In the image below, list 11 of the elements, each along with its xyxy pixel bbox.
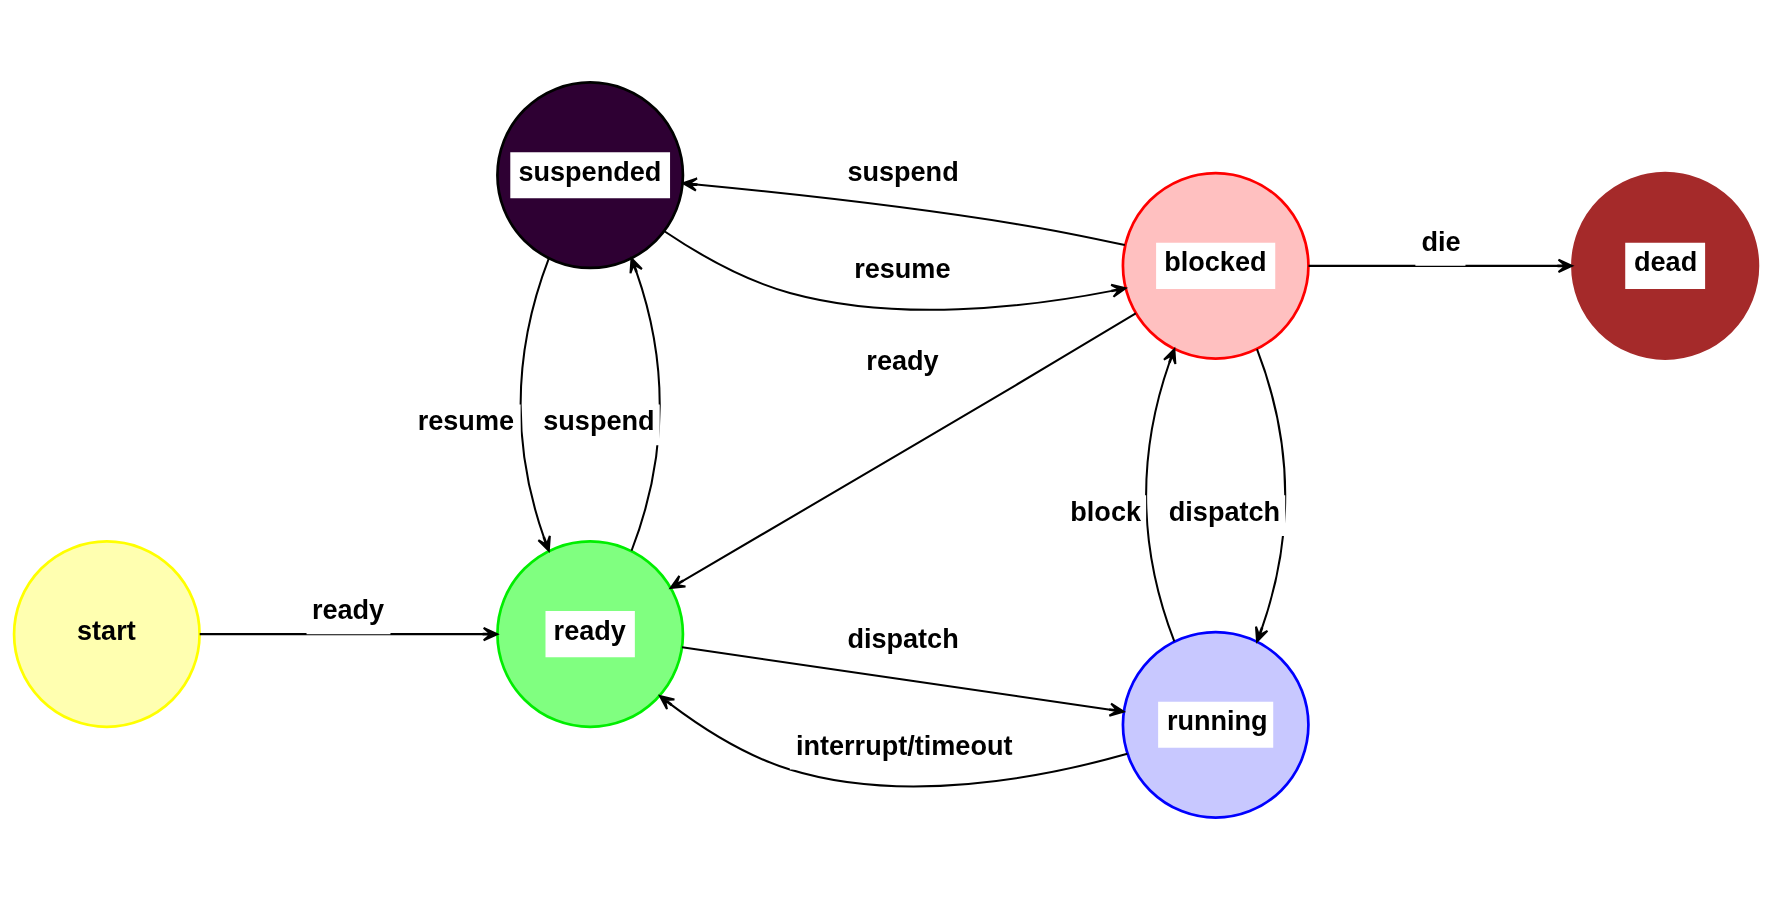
edge-label: suspend [847,155,959,187]
edge-label: resume [417,404,515,436]
edge-label: suspend [543,404,655,436]
edge-label: ready [866,344,939,376]
edge-label: die [1421,225,1461,257]
edge-label: resume [854,252,951,284]
edge-label: dispatch [1168,495,1281,527]
edge-label: interrupt/timeout [795,729,1013,761]
edge-label: block [1070,495,1141,527]
edge-label: dispatch [847,622,959,654]
edge-label: ready [311,593,385,625]
